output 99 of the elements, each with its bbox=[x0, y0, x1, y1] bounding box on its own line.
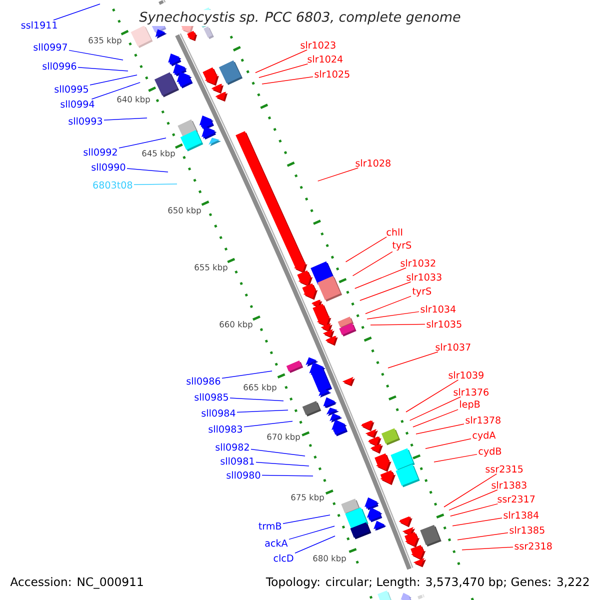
gene-label: slr1037 bbox=[436, 343, 470, 351]
leader-line bbox=[258, 64, 308, 78]
scale-label: 680 kbp bbox=[313, 555, 346, 563]
footer-text: Accession: NC_000911 bbox=[9, 576, 145, 590]
scale-label: 660 kbp bbox=[220, 321, 252, 329]
gene-label: trmB bbox=[258, 522, 282, 530]
gene-label: ssr2317 bbox=[498, 495, 535, 503]
leader-line bbox=[425, 438, 472, 449]
gene-label: sll0986 bbox=[186, 377, 220, 385]
leader-line bbox=[78, 66, 128, 72]
leader-line bbox=[294, 536, 336, 554]
leader-line bbox=[236, 410, 288, 413]
gene-label: slr1032 bbox=[400, 259, 436, 267]
scale-label: 640 kbp bbox=[117, 96, 150, 104]
leader-line bbox=[457, 532, 508, 540]
gene-label: sll0997 bbox=[34, 43, 67, 51]
scale-label: 645 kbp bbox=[142, 150, 175, 158]
scale-label: 635 kbp bbox=[88, 37, 122, 45]
footer-text: Topology: circular; Length: 3,573,470 bp; Genes: 3,222 bbox=[264, 576, 591, 590]
leader-line bbox=[288, 526, 335, 540]
leader-line bbox=[434, 454, 478, 462]
gene-label: sll0980 bbox=[226, 471, 260, 479]
title: Synechocystis sp. PCC 6803, complete genome bbox=[138, 10, 462, 26]
leader-line bbox=[416, 424, 464, 434]
leader-line bbox=[409, 396, 461, 421]
gene-label: slr1024 bbox=[308, 55, 343, 63]
leader-line bbox=[250, 448, 306, 456]
leader-line bbox=[352, 251, 393, 276]
gene-label: sll0996 bbox=[42, 62, 76, 70]
leader-line bbox=[256, 462, 310, 466]
leader-line bbox=[118, 138, 166, 148]
scale-label: 655 kbp bbox=[194, 264, 228, 272]
gene-label: cydA bbox=[472, 431, 496, 441]
leader-line bbox=[262, 76, 314, 84]
gene-label: slr1025 bbox=[314, 70, 350, 78]
scale-label: 670 kbp bbox=[267, 434, 300, 442]
gene-label: sll0982 bbox=[216, 443, 249, 451]
leader-line bbox=[450, 503, 498, 516]
leader-line bbox=[317, 168, 359, 182]
gene-label: slr1378 bbox=[466, 416, 500, 424]
gene-label: sll0990 bbox=[92, 163, 126, 171]
scale-label: 650 kbp bbox=[168, 207, 201, 215]
leader-line bbox=[462, 546, 514, 550]
leader-line bbox=[244, 420, 293, 428]
gene-label: sll0993 bbox=[68, 117, 102, 125]
scale-label: 665 kbp bbox=[244, 384, 276, 392]
gene-label: sll0992 bbox=[84, 148, 117, 156]
gene-label: slr1384 bbox=[504, 511, 539, 519]
leader-line bbox=[345, 236, 387, 262]
leader-line bbox=[448, 490, 498, 511]
gene-label: clcD bbox=[274, 554, 294, 562]
gene-label: 6803t08 bbox=[93, 181, 132, 189]
leader-line bbox=[255, 50, 308, 74]
leader-line bbox=[282, 514, 330, 524]
gene-label: sll0981 bbox=[220, 457, 254, 465]
gene-label: slr1383 bbox=[492, 481, 526, 489]
gene-label: ssr2315 bbox=[486, 465, 523, 473]
leader-line bbox=[230, 398, 284, 402]
leader-line bbox=[444, 473, 498, 508]
gene-label: lepB bbox=[460, 400, 480, 410]
gene-label: sll0984 bbox=[202, 409, 236, 417]
gene-label: slr1028 bbox=[356, 159, 390, 167]
leader-line bbox=[365, 296, 412, 314]
gene-label: slr1035 bbox=[426, 320, 462, 328]
leader-line bbox=[412, 409, 458, 428]
leader-line bbox=[354, 268, 406, 289]
gene-label: slr1376 bbox=[454, 388, 489, 396]
leader-line bbox=[126, 168, 168, 172]
gene-label: ssr2318 bbox=[514, 542, 552, 550]
gene-label: sll0994 bbox=[60, 100, 94, 108]
leader-line bbox=[452, 518, 502, 526]
leader-line bbox=[388, 352, 438, 368]
leader-line bbox=[262, 474, 314, 476]
leader-line bbox=[370, 324, 426, 326]
gene-label: slr1385 bbox=[510, 526, 544, 534]
leader-line bbox=[406, 380, 459, 412]
leader-line bbox=[53, 4, 100, 20]
gene-label: ackA bbox=[265, 539, 288, 547]
gene-label: ssl1911 bbox=[21, 21, 57, 29]
scale-label: 675 kbp bbox=[291, 494, 324, 502]
gene-label: tyrS bbox=[412, 287, 432, 297]
gene-label: sll0985 bbox=[194, 393, 228, 401]
leader-line bbox=[104, 118, 148, 120]
leader-line bbox=[90, 74, 138, 86]
gene-label: sll0983 bbox=[208, 425, 242, 433]
gene-label: sll0995 bbox=[54, 85, 88, 93]
leader-line bbox=[360, 282, 412, 301]
leader-line bbox=[134, 184, 178, 186]
leader-line bbox=[68, 50, 124, 60]
gene-label: chlI bbox=[386, 228, 402, 236]
gene-label: tyrS bbox=[392, 241, 412, 251]
gene-label: slr1033 bbox=[406, 273, 442, 281]
gene-label: slr1034 bbox=[420, 305, 456, 313]
leader-line bbox=[366, 311, 420, 320]
leader-line bbox=[222, 370, 272, 379]
gene-label: slr1023 bbox=[300, 41, 336, 49]
gene-label: cydB bbox=[478, 447, 502, 457]
leader-line bbox=[91, 82, 140, 100]
gene-label: slr1039 bbox=[448, 371, 484, 379]
